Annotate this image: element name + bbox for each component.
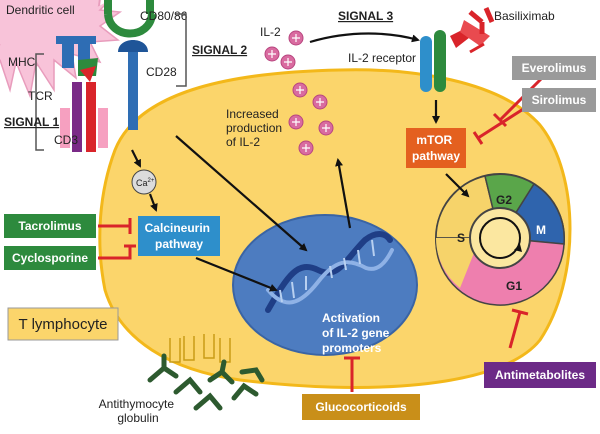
cycle-g1-label: G1: [506, 279, 522, 293]
signal1-bracket: [35, 53, 44, 151]
t-lymphocyte-box: [7, 307, 119, 341]
sirolimus-label: Sirolimus: [532, 93, 587, 107]
cycle-s-label: S: [457, 231, 465, 245]
antimetabolites-label: Antimetabolites: [495, 368, 585, 382]
nucleus: [232, 214, 418, 356]
glucocorticoids-box: [302, 394, 420, 420]
everolimus-box: [512, 56, 596, 80]
il2-receptor: [420, 20, 490, 92]
il2-receptor-label: IL-2 receptor: [348, 51, 416, 65]
antithymocyte-antibodies: [147, 353, 265, 411]
cycle-g2-label: G2: [496, 193, 512, 207]
cyclosporine-box: [4, 246, 96, 270]
cyclosporine-label: Cyclosporine: [12, 251, 88, 265]
il2-molecule-marks: [268, 34, 330, 152]
signal2-bracket: [176, 13, 187, 87]
cd28-label: CD28: [146, 65, 177, 79]
mtor-pathway: [406, 128, 466, 168]
basiliximab-label: Basiliximab: [494, 9, 555, 23]
inhibitor-lines: [98, 42, 544, 392]
tacrolimus-box: [4, 214, 96, 238]
t-lymphocyte-label: T lymphocyte: [19, 316, 108, 333]
tcr-label: TCR: [28, 89, 53, 103]
increased-production-label: Increased production of IL-2: [226, 107, 285, 149]
mtor-label: mTOR pathway: [412, 133, 460, 163]
basiliximab-antibody: [468, 7, 495, 34]
everolimus-label: Everolimus: [522, 61, 587, 75]
calcineurin-label: Calcineurin pathway: [145, 221, 214, 251]
dendritic-cell-label: Dendritic cell: [6, 3, 75, 17]
il2-label: IL-2: [260, 25, 281, 39]
calcium-label: Ca2+: [136, 178, 155, 188]
glucocorticoids-label: Glucocorticoids: [315, 400, 407, 414]
signal1-label: SIGNAL 1: [4, 115, 59, 129]
tacrolimus-label: Tacrolimus: [18, 219, 81, 233]
cd80-86-label: CD80/86: [140, 9, 188, 23]
cell-cycle: [435, 173, 565, 306]
calcium-ion: [131, 169, 157, 195]
antithymocyte-label: Antithymocyte globulin: [99, 397, 178, 425]
cd3-label: CD3: [54, 133, 78, 147]
cycle-m-label: M: [536, 223, 546, 237]
activation-label: Activation of IL-2 gene promoters: [322, 311, 393, 355]
signal2-label: SIGNAL 2: [192, 43, 247, 57]
calcineurin-pathway: [138, 216, 220, 256]
pathway-arrows: [131, 32, 470, 292]
antimetabolites-box: [484, 362, 596, 388]
mhc-label: MHC: [8, 55, 36, 69]
dna-helix: [265, 231, 394, 313]
signal3-label: SIGNAL 3: [338, 9, 393, 23]
tcr-complex: [56, 36, 108, 152]
sirolimus-box: [522, 88, 596, 112]
cd28-receptor: [104, 13, 156, 130]
